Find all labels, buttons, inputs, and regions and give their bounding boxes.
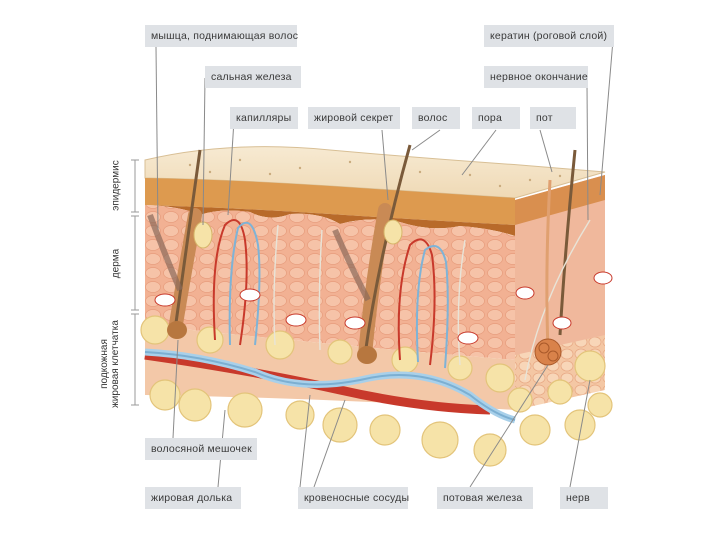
sweat-gland [534, 179, 562, 366]
receptors [154, 271, 613, 345]
layer-label-epidermis: эпидермис [110, 160, 122, 211]
epidermis-layer [145, 178, 515, 236]
dermis-layer [145, 205, 515, 360]
hair-follicles [147, 144, 577, 364]
label-sweat: пот [530, 107, 576, 129]
label-arrector-muscle: мышца, поднимающая волос [145, 25, 298, 47]
layer-label-hypodermis-line2: жировая клетчатка [110, 320, 121, 408]
label-sebaceous-gland: сальная железа [205, 66, 301, 88]
label-sebum: жировой секрет [308, 107, 400, 129]
layer-label-hypodermis: подкожная жировая клетчатка [99, 309, 123, 419]
label-nerve-ending: нервное окончание [484, 66, 588, 88]
label-keratin: кератин (роговой слой) [484, 25, 614, 47]
blood-vessels [144, 348, 516, 424]
label-pore: пора [472, 107, 520, 129]
leader-lines [155, 39, 614, 488]
label-capillaries: капилляры [230, 107, 298, 129]
label-sweat-gland: потовая железа [437, 487, 533, 509]
label-hair-follicle: волосяной мешочек [145, 438, 257, 460]
hypodermis-layer [145, 325, 515, 410]
layer-label-hypodermis-line1: подкожная [99, 339, 110, 389]
label-hair: волос [412, 107, 460, 129]
layer-brackets [131, 159, 139, 406]
label-blood-vessels: кровеносные сосуды [298, 487, 409, 509]
nerve-fibers [273, 219, 591, 381]
layer-label-dermis: дерма [110, 248, 122, 279]
label-nerve: нерв [560, 487, 608, 509]
label-fat-lobule: жировая долька [145, 487, 241, 509]
